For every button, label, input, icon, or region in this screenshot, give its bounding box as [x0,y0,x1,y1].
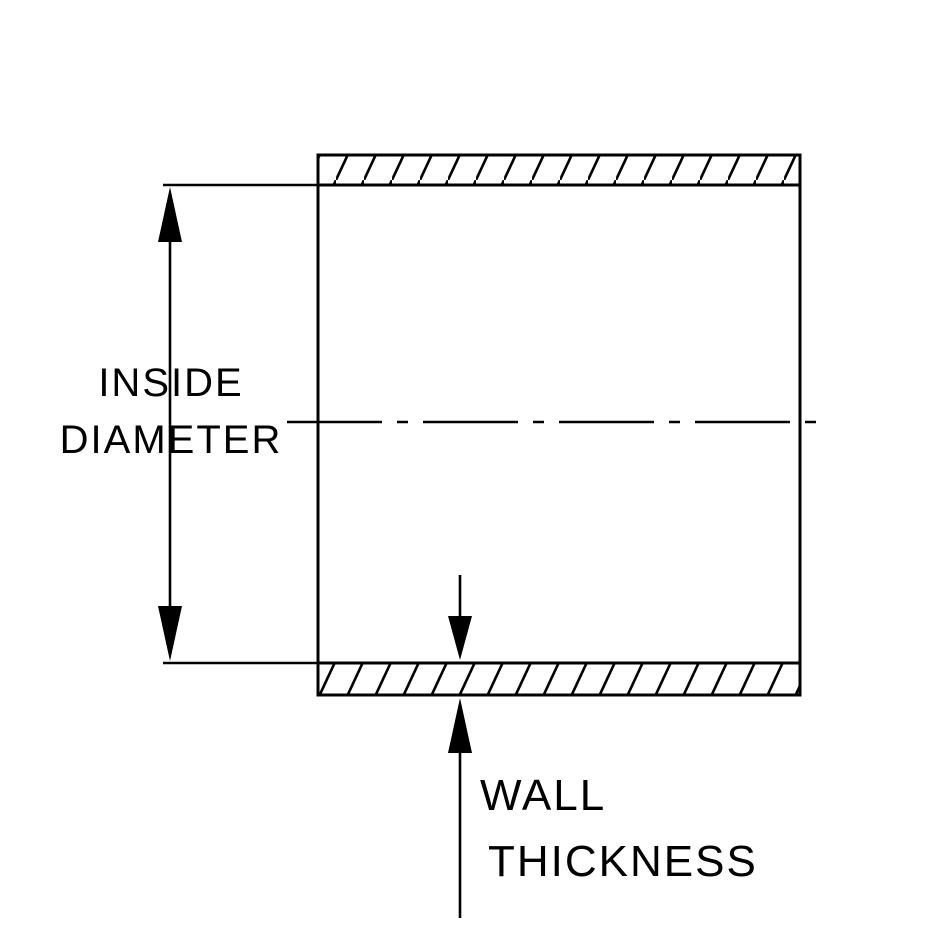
inside-diameter-label-line2: DIAMETER [60,418,283,462]
wall-thickness-arrow-down-icon [448,616,472,660]
inside-diameter-arrow-up-icon [158,187,182,242]
top-wall-hatch [316,153,802,187]
inside-diameter-label-line1: INSIDE [98,361,243,405]
bottom-wall-hatch [316,661,802,697]
wall-thickness-arrow-up-icon [448,698,472,753]
wall-thickness-label-line1: WALL [480,771,606,820]
inside-diameter-arrow-down-icon [158,606,182,661]
wall-thickness-label-line2: THICKNESS [488,837,758,886]
